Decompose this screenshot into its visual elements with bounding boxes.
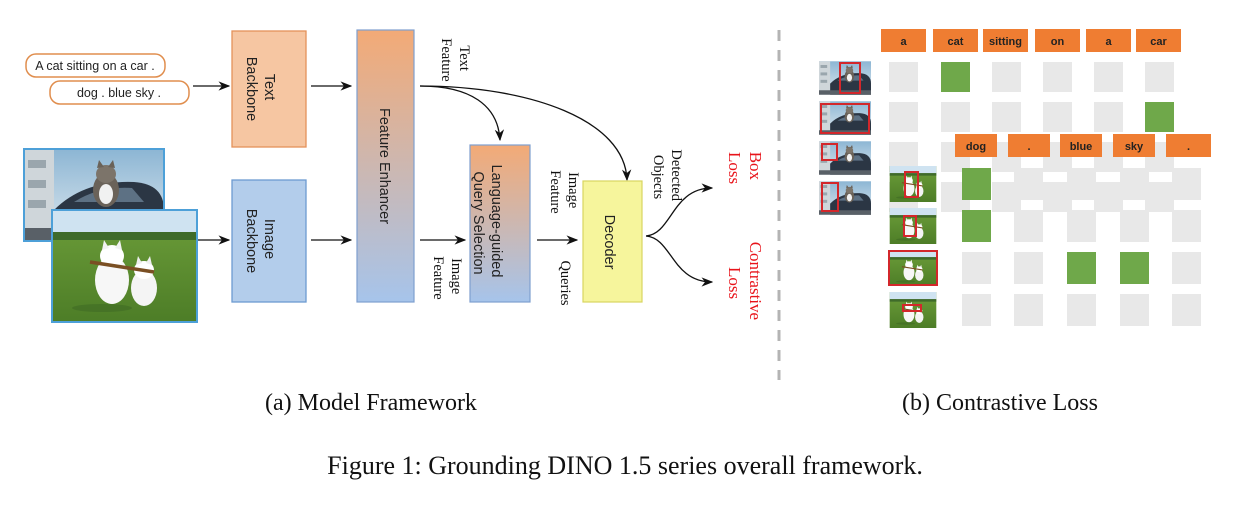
query-selection-label-2: Query Selection xyxy=(470,171,486,274)
token-top-1: cat xyxy=(948,36,964,48)
token-top-2: sitting xyxy=(989,36,1022,48)
text-input-2: dog . blue sky . xyxy=(77,86,161,100)
decoder-block: Decoder xyxy=(582,180,643,303)
token-bottom-0: dog xyxy=(966,141,986,153)
token-bottom-1: . xyxy=(1027,141,1030,153)
panel-a-model-framework: A cat sitting on a car . dog . blue sky … xyxy=(23,29,765,325)
token-top-0: a xyxy=(900,36,907,48)
queries-label: Queries xyxy=(557,260,573,305)
image-backbone-label-2: Backbone xyxy=(243,209,259,274)
svg-text:Box Loss: Box Loss xyxy=(725,152,765,185)
feature-enhancer-block: Feature Enhancer xyxy=(356,29,415,303)
image-backbone-label-1: Image xyxy=(261,219,277,259)
panel-a-caption: (a) Model Framework xyxy=(265,390,477,416)
image-feature-right-label-2: Feature xyxy=(547,170,563,213)
token-bottom-3: sky xyxy=(1125,141,1144,153)
token-top-4: a xyxy=(1105,36,1112,48)
text-backbone-label-1: Text xyxy=(261,74,277,101)
detected-objects-label-1: Detected xyxy=(668,149,684,201)
feature-enhancer-label: Feature Enhancer xyxy=(376,108,392,224)
contrastive-loss-label-1: Contrastive xyxy=(746,242,765,320)
image-feature-left-label-2: Feature xyxy=(430,256,446,299)
svg-text:Image Backbone: Image Backbone xyxy=(243,209,277,274)
image-feature-left-label-1: Image xyxy=(448,258,464,294)
text-feature-label-2: Feature xyxy=(438,38,454,81)
match-cell-bottom xyxy=(962,210,991,242)
image-feature-right-label-1: Image xyxy=(565,172,581,208)
svg-text:Language-guided Query: Language-guided Query Selection xyxy=(470,165,504,282)
query-selection-block: Language-guided Query Selection xyxy=(469,144,531,303)
text-input-pill-1: A cat sitting on a car . xyxy=(25,53,166,78)
input-image-dogs xyxy=(51,209,198,323)
query-selection-label-1: Language-guided xyxy=(488,165,504,278)
svg-text:Text Backbone: Text Backbone xyxy=(243,57,277,122)
svg-text:Text Feature: Text Feature xyxy=(438,38,472,81)
arrow-text-feature-to-decoder xyxy=(419,85,632,182)
token-bottom-2: blue xyxy=(1070,141,1093,153)
text-feature-label-1: Text xyxy=(456,45,472,71)
figure-caption: Figure 1: Grounding DINO 1.5 series over… xyxy=(327,451,923,480)
contrastive-loss-label-2: Loss xyxy=(725,267,744,299)
token-top-5: car xyxy=(1150,36,1167,48)
svg-text:Image Feature: Image Feature xyxy=(430,256,464,299)
box-loss-label-1: Box xyxy=(746,152,765,181)
panel-b-caption: (b) Contrastive Loss xyxy=(902,390,1098,416)
arrow-decoder-to-contrastive-loss xyxy=(645,235,714,287)
match-cell-bottom xyxy=(962,168,991,200)
text-backbone-block: Text Backbone xyxy=(231,30,307,148)
text-input-1: A cat sitting on a car . xyxy=(35,59,155,73)
svg-text:Contrastive Loss: Contrastive Loss xyxy=(725,242,765,325)
arrow-decoder-to-box-loss xyxy=(645,183,714,237)
top-region-thumbnails xyxy=(819,61,871,215)
detected-objects-label-2: Objects xyxy=(650,155,666,200)
panel-b-contrastive-loss: a cat sitting on a car xyxy=(819,29,1211,328)
token-top-3: on xyxy=(1051,36,1065,48)
text-input-pill-2: dog . blue sky . xyxy=(49,80,190,105)
decoder-label: Decoder xyxy=(601,215,617,270)
svg-text:Detected Objects: Detected Objects xyxy=(650,149,684,204)
image-backbone-block: Image Backbone xyxy=(231,179,307,303)
text-backbone-label-2: Backbone xyxy=(243,57,259,122)
match-cell-top xyxy=(941,62,970,92)
svg-text:Image Feature: Image Feature xyxy=(547,170,581,213)
match-cell-bottom xyxy=(1067,252,1096,284)
box-loss-label-2: Loss xyxy=(725,152,744,184)
arrow-text-feature-to-query-selection xyxy=(419,85,505,142)
match-cell-bottom xyxy=(1120,252,1149,284)
match-cell-top xyxy=(1145,102,1174,132)
token-bottom-4: . xyxy=(1187,141,1190,153)
bottom-token-row: dog . blue sky . xyxy=(955,134,1211,157)
bottom-region-thumbnails xyxy=(888,166,938,328)
top-token-row: a cat sitting on a car xyxy=(881,29,1181,52)
